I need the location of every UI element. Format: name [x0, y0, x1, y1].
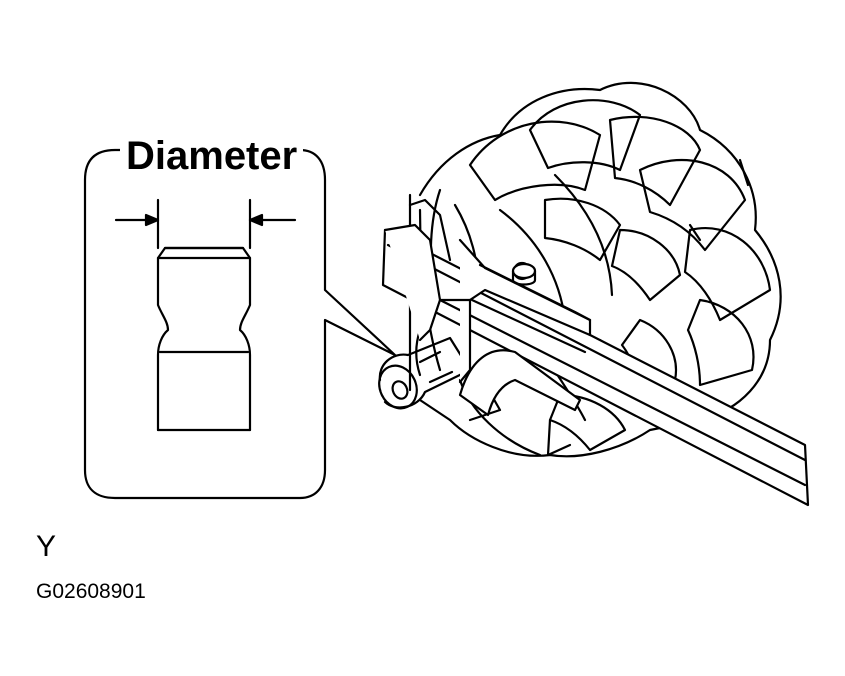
vernier-caliper — [381, 198, 810, 507]
diameter-label: Diameter — [120, 132, 304, 180]
caliper-fixed-jaw — [383, 223, 442, 342]
claw-pole — [610, 228, 682, 302]
claw-pole — [686, 298, 755, 387]
callout-frame — [83, 148, 397, 500]
claw-pole — [548, 393, 627, 452]
caliper-beam — [381, 228, 810, 507]
rotor-outline — [418, 81, 782, 458]
detail-callout — [83, 148, 397, 500]
figure-code: G02608901 — [36, 580, 146, 603]
view-marker: Y — [36, 530, 57, 563]
claw-pole — [543, 197, 622, 262]
claw-pole — [608, 115, 702, 207]
claw-pole — [528, 99, 642, 172]
caliper-depth-jaw — [458, 349, 582, 417]
dimension-indicator — [114, 198, 297, 250]
claw-pole — [638, 158, 747, 252]
claw-pole — [683, 227, 772, 322]
caliper-lock-screw — [511, 262, 537, 280]
claw-pole — [468, 120, 602, 202]
shaft-profile — [156, 246, 252, 432]
